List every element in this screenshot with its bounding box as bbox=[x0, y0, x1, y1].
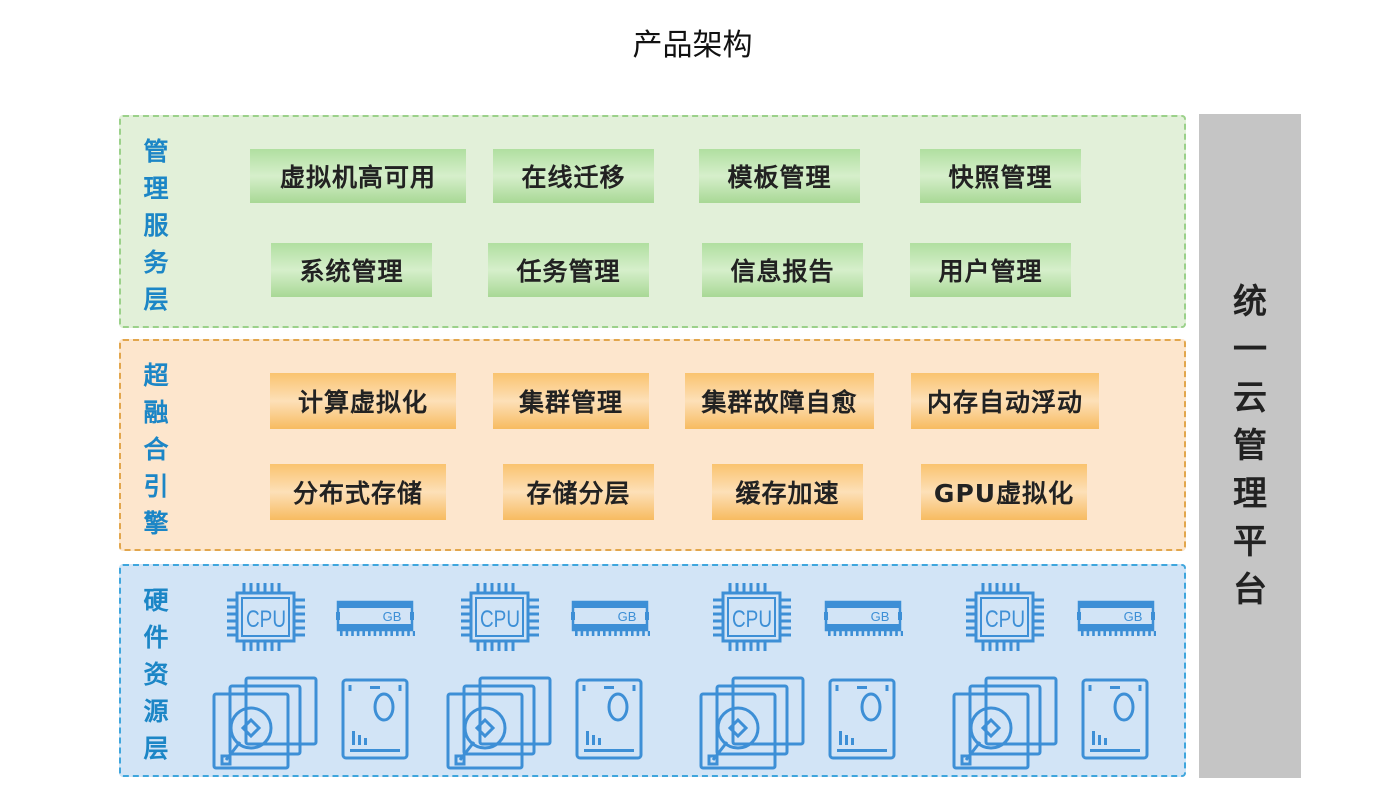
label-char: 务 bbox=[143, 247, 169, 277]
label-char: 件 bbox=[143, 622, 169, 652]
layer-label-management: 管 理 服 务 层 bbox=[139, 135, 173, 315]
label-char: 层 bbox=[143, 284, 169, 314]
memory-icon: GB bbox=[823, 598, 904, 642]
management-service-layer: 管 理 服 务 层 虚拟机高可用 在线迁移 模板管理 快照管理 系统管理 任务管… bbox=[119, 115, 1186, 328]
side-label-char: 统 bbox=[1233, 282, 1267, 322]
cpu-icon: CPU bbox=[225, 581, 307, 657]
hyperconverged-engine-layer: 超 融 合 引 擎 计算虚拟化 集群管理 集群故障自愈 内存自动浮动 分布式存储… bbox=[119, 339, 1186, 551]
side-label-char: 平 bbox=[1233, 522, 1267, 562]
side-label: 统 一 云 管 理 平 台 bbox=[1199, 114, 1301, 778]
svg-text:CPU: CPU bbox=[480, 606, 520, 633]
svg-text:CPU: CPU bbox=[246, 606, 286, 633]
module-system-management: 系统管理 bbox=[271, 243, 432, 297]
module-cluster-management: 集群管理 bbox=[493, 373, 649, 429]
label-char: 管 bbox=[143, 136, 169, 166]
unified-cloud-management-platform: 统 一 云 管 理 平 台 bbox=[1199, 114, 1301, 778]
module-live-migration: 在线迁移 bbox=[493, 149, 654, 203]
label-char: 硬 bbox=[143, 585, 169, 615]
module-snapshot-management: 快照管理 bbox=[920, 149, 1081, 203]
module-cluster-self-healing: 集群故障自愈 bbox=[685, 373, 874, 429]
module-compute-virtualization: 计算虚拟化 bbox=[270, 373, 456, 429]
module-template-management: 模板管理 bbox=[699, 149, 860, 203]
svg-text:CPU: CPU bbox=[732, 606, 772, 633]
ssd-icon bbox=[827, 677, 897, 765]
hardware-resource-layer: 硬 件 资 源 层 CPU GB bbox=[119, 564, 1186, 777]
svg-text:GB: GB bbox=[383, 609, 402, 624]
label-char: 资 bbox=[143, 659, 169, 689]
memory-icon: GB bbox=[335, 598, 416, 642]
memory-icon: GB bbox=[570, 598, 651, 642]
side-label-char: 一 bbox=[1233, 330, 1267, 370]
layer-label-hardware: 硬 件 资 源 层 bbox=[139, 584, 173, 764]
label-char: 擎 bbox=[143, 508, 169, 538]
hard-disk-icon bbox=[952, 676, 1058, 774]
svg-text:GB: GB bbox=[1124, 609, 1143, 624]
cpu-icon: CPU bbox=[459, 581, 541, 657]
module-memory-floating: 内存自动浮动 bbox=[911, 373, 1099, 429]
module-storage-tiering: 存储分层 bbox=[503, 464, 654, 520]
module-gpu-virtualization: GPU虚拟化 bbox=[921, 464, 1087, 520]
svg-text:GB: GB bbox=[871, 609, 890, 624]
module-cache-acceleration: 缓存加速 bbox=[712, 464, 863, 520]
label-char: 引 bbox=[143, 471, 169, 501]
label-char: 层 bbox=[143, 733, 169, 763]
memory-icon: GB bbox=[1076, 598, 1157, 642]
side-label-char: 云 bbox=[1233, 378, 1267, 418]
hard-disk-icon bbox=[212, 676, 318, 774]
svg-text:GB: GB bbox=[618, 609, 637, 624]
ssd-icon bbox=[1080, 677, 1150, 765]
label-char: 源 bbox=[143, 696, 169, 726]
cpu-icon: CPU bbox=[711, 581, 793, 657]
page-title: 产品架构 bbox=[632, 28, 753, 63]
hard-disk-icon bbox=[446, 676, 552, 774]
side-label-char: 管 bbox=[1233, 426, 1267, 466]
label-char: 超 bbox=[143, 360, 169, 390]
label-char: 融 bbox=[143, 397, 169, 427]
module-distributed-storage: 分布式存储 bbox=[270, 464, 446, 520]
hard-disk-icon bbox=[699, 676, 805, 774]
module-task-management: 任务管理 bbox=[488, 243, 649, 297]
svg-text:CPU: CPU bbox=[985, 606, 1025, 633]
ssd-icon bbox=[340, 677, 410, 765]
cpu-icon: CPU bbox=[964, 581, 1046, 657]
side-label-char: 理 bbox=[1233, 474, 1267, 514]
layer-label-engine: 超 融 合 引 擎 bbox=[139, 359, 173, 539]
label-char: 合 bbox=[143, 434, 169, 464]
label-char: 服 bbox=[143, 210, 169, 240]
module-vm-high-availability: 虚拟机高可用 bbox=[250, 149, 466, 203]
label-char: 理 bbox=[143, 173, 169, 203]
side-label-char: 台 bbox=[1233, 570, 1267, 610]
module-info-report: 信息报告 bbox=[702, 243, 863, 297]
ssd-icon bbox=[574, 677, 644, 765]
module-user-management: 用户管理 bbox=[910, 243, 1071, 297]
